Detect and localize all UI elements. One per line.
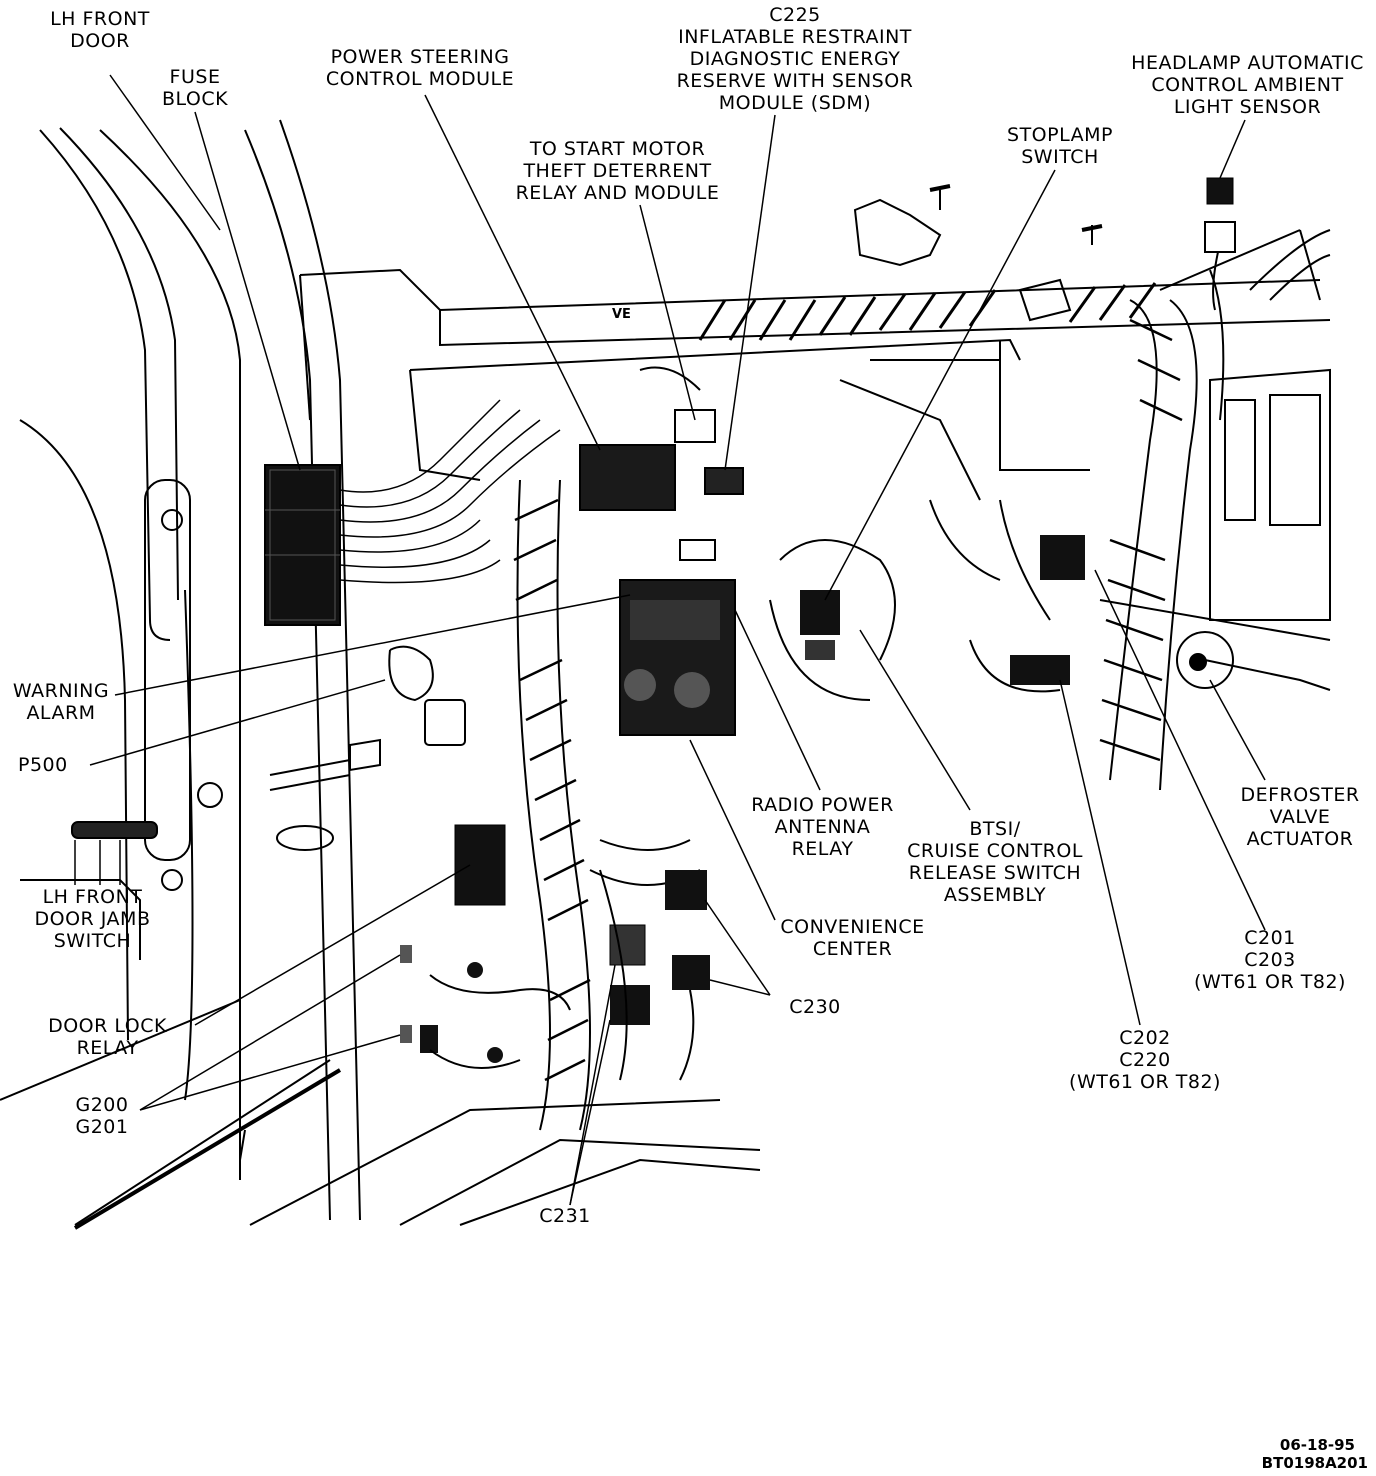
ambient-light-sensor — [1204, 177, 1236, 311]
left-components — [71, 645, 466, 851]
center-harness-hatching — [513, 498, 591, 1082]
power-steering-module — [579, 444, 676, 511]
g200-g201-label: G200 G201 — [75, 1094, 129, 1138]
date-stamp: 06-18-95 — [1279, 1436, 1355, 1454]
right-connector-cluster — [929, 499, 1085, 693]
door-jamb-switch-label: LH FRONT DOOR JAMB SWITCH — [34, 886, 151, 952]
c230-c231-connectors — [599, 869, 710, 1081]
fuse-block-label: FUSE BLOCK — [161, 66, 229, 110]
radio-antenna-relay-label: RADIO POWER ANTENNA RELAY — [751, 794, 894, 860]
btsi-connector-cluster — [769, 539, 896, 701]
warning-alarm-label: WARNING ALARM — [12, 680, 110, 724]
c231-label: C231 — [539, 1205, 591, 1227]
defroster-label: DEFROSTER VALVE ACTUATOR — [1240, 784, 1360, 850]
theft-deterrent-label: TO START MOTOR THEFT DETERRENT RELAY AND… — [515, 138, 720, 204]
c202-c220-label: C202 C220 (WT61 OR T82) — [1069, 1027, 1221, 1093]
headlamp-sensor-label: HEADLAMP AUTOMATIC CONTROL AMBIENT LIGHT… — [1131, 52, 1364, 118]
convenience-center — [619, 579, 736, 736]
lower-left-components — [400, 824, 571, 1069]
power-steering-label: POWER STEERING CONTROL MODULE — [325, 46, 515, 90]
btsi-label: BTSI/ CRUISE CONTROL RELEASE SWITCH ASSE… — [907, 818, 1083, 906]
fuse-block-wires — [339, 399, 561, 584]
door-pillar-outline — [0, 119, 361, 1221]
vehicle-mark: VE — [612, 307, 631, 322]
figure-code: BT0198A201 — [1261, 1454, 1368, 1472]
sill-outline — [73, 1059, 761, 1230]
leader-lines — [74, 74, 1266, 1206]
defroster-actuator — [1176, 631, 1331, 691]
right-harness — [1109, 229, 1331, 791]
stoplamp-switch-label: STOPLAMP SWITCH — [1007, 124, 1113, 168]
lh-front-door-label: LH FRONT DOOR — [50, 8, 150, 52]
dash-harness-hatching — [698, 282, 1157, 341]
center-vertical-harness — [516, 479, 701, 1131]
c201-c203-label: C201 C203 (WT61 OR T82) — [1194, 927, 1346, 993]
fuse-block — [264, 464, 341, 626]
instrument-panel-structure — [299, 229, 1331, 641]
c230-label: C230 — [789, 996, 841, 1018]
convenience-center-label: CONVENIENCE CENTER — [780, 916, 925, 960]
sdm-connectors — [639, 366, 744, 561]
c225-label: C225 INFLATABLE RESTRAINT DIAGNOSTIC ENE… — [676, 4, 914, 114]
right-harness-hatching — [1099, 318, 1183, 762]
door-lock-relay-label: DOOR LOCK RELAY — [48, 1015, 167, 1059]
p500-label: P500 — [18, 754, 68, 776]
stoplamp-bracket — [1018, 278, 1072, 322]
top-clips — [853, 184, 1103, 267]
